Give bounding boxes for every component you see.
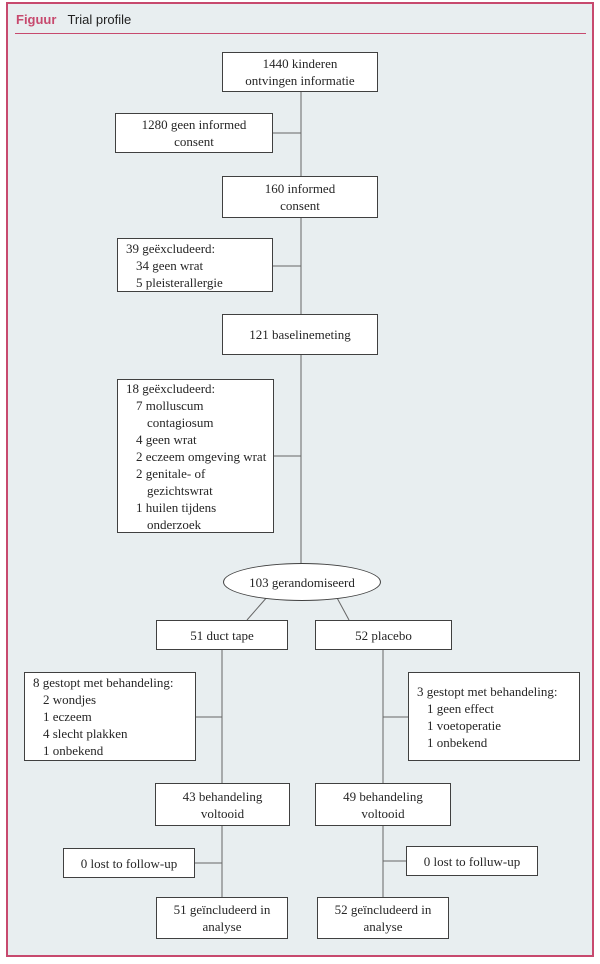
node-text-line: voltooid bbox=[200, 805, 245, 821]
node-text-line: 2 genitale- of bbox=[136, 465, 206, 481]
node-39-geexcludeerd: 39 geëxcludeerd: 34 geen wrat 5 pleister… bbox=[117, 238, 273, 292]
node-text-line: analyse bbox=[363, 919, 403, 934]
figure-panel bbox=[6, 2, 594, 957]
node-text-line: 39 geëxcludeerd: bbox=[126, 240, 216, 256]
node-text-line: 0 lost to folluw-up bbox=[423, 853, 521, 869]
node-8-gestopt-behandeling: 8 gestopt met behandeling: 2 wondjes 1 e… bbox=[24, 672, 196, 761]
node-51-geincludeerd-analyse: 51 geïncludeerd in analyse bbox=[156, 897, 288, 939]
node-text-line: 52 geïncludeerd in bbox=[334, 902, 432, 917]
node-text-line: 4 slecht plakken bbox=[43, 726, 128, 741]
node-text-line: 1280 geen informed bbox=[141, 117, 247, 132]
node-text-line: 3 gestopt met behandeling: bbox=[417, 683, 558, 699]
node-text-line: consent bbox=[280, 198, 320, 213]
node-text-line: 121 baselinemeting bbox=[249, 327, 351, 342]
node-text-line: 1 onbekend bbox=[43, 743, 104, 758]
node-text-line: 2 eczeem omgeving wrat bbox=[136, 448, 267, 464]
node-18-geexcludeerd: 18 geëxcludeerd: 7 molluscum contagiosum… bbox=[117, 379, 274, 533]
node-text-line: 43 behandeling bbox=[182, 788, 263, 804]
node-text-line: onderzoek bbox=[147, 516, 202, 532]
node-text-line: 7 molluscum bbox=[136, 397, 204, 413]
node-text-line: 1 voetoperatie bbox=[427, 717, 501, 733]
figure-title: Trial profile bbox=[67, 12, 132, 27]
node-52-placebo: 52 placebo bbox=[315, 620, 452, 650]
node-52-geincludeerd-analyse: 52 geïncludeerd in analyse bbox=[317, 897, 449, 939]
node-3-gestopt-behandeling: 3 gestopt met behandeling: 1 geen effect… bbox=[408, 672, 580, 761]
node-51-duct-tape: 51 duct tape bbox=[156, 620, 288, 650]
node-text-line: consent bbox=[174, 134, 214, 149]
node-text-line: 51 geïncludeerd in bbox=[173, 902, 271, 917]
node-text-line: analyse bbox=[202, 919, 242, 934]
node-text-line: 52 placebo bbox=[355, 627, 412, 643]
node-text-line: 34 geen wrat bbox=[136, 257, 204, 273]
node-text-line: 160 informed bbox=[264, 181, 336, 196]
node-text-line: 18 geëxcludeerd: bbox=[126, 380, 216, 396]
node-text-line: 1 huilen tijdens bbox=[136, 499, 217, 515]
node-49-behandeling-voltooid: 49 behandeling voltooid bbox=[315, 783, 451, 826]
node-text-line: 2 wondjes bbox=[43, 692, 97, 707]
node-text-line: gezichtswrat bbox=[147, 482, 213, 498]
node-1280-geen-consent: 1280 geen informed consent bbox=[115, 113, 273, 153]
figure-label: Figuur bbox=[16, 12, 57, 27]
node-121-baselinemeting: 121 baselinemeting bbox=[222, 314, 378, 355]
node-text-line: 4 geen wrat bbox=[136, 431, 197, 447]
node-1440-kinderen: 1440 kinderen ontvingen informatie bbox=[222, 52, 378, 92]
node-0-lost-follow-up-left: 0 lost to follow-up bbox=[63, 848, 195, 878]
node-text-line: 1440 kinderen bbox=[262, 56, 338, 71]
figure-header: Figuur Trial profile bbox=[16, 11, 131, 29]
node-0-lost-follow-up-right: 0 lost to folluw-up bbox=[406, 846, 538, 876]
node-text-line: ontvingen informatie bbox=[245, 73, 355, 88]
node-text-line: 103 gerandomiseerd bbox=[249, 574, 355, 590]
node-160-informed-consent: 160 informed consent bbox=[222, 176, 378, 218]
node-text-line: 51 duct tape bbox=[190, 627, 254, 643]
node-43-behandeling-voltooid: 43 behandeling voltooid bbox=[155, 783, 290, 826]
node-text-line: 1 onbekend bbox=[427, 734, 488, 750]
node-text-line: contagiosum bbox=[147, 414, 214, 430]
node-text-line: 0 lost to follow-up bbox=[80, 855, 178, 871]
node-103-gerandomiseerd: 103 gerandomiseerd bbox=[223, 563, 381, 601]
node-text-line: voltooid bbox=[361, 805, 405, 821]
header-rule bbox=[15, 33, 586, 34]
node-text-line: 1 geen effect bbox=[427, 700, 494, 716]
node-text-line: 49 behandeling bbox=[343, 788, 423, 804]
node-text-line: 1 eczeem bbox=[43, 709, 92, 724]
node-text-line: 8 gestopt met behandeling: bbox=[33, 675, 174, 690]
node-text-line: 5 pleisterallergie bbox=[136, 274, 223, 290]
